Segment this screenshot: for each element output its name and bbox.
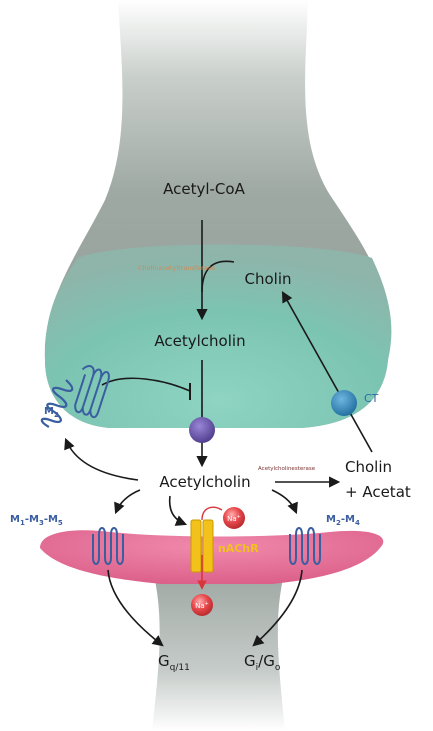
acetylcholinesterase-label: Acetylcholinesterase [258, 466, 316, 472]
cholinacetyltransferase-label: Cholinacetyltransferase [138, 264, 215, 272]
to-m2m4-arrow [272, 490, 296, 512]
to-m1-arrow [116, 490, 140, 512]
to-m2-pre-arrow [66, 440, 138, 480]
nachr-label: nAChR [218, 542, 259, 555]
cholin-product-label: Cholin [345, 458, 392, 476]
ct-label: CT [364, 392, 379, 405]
acetylcholin-top-label: Acetylcholin [154, 332, 245, 350]
m1-m3-m5-label: M1-M3-M5 [10, 514, 63, 527]
cholin-top-label: Cholin [245, 270, 292, 288]
m2-m4-label: M2-M4 [326, 514, 360, 527]
m2-presynaptic-label: M2 [44, 406, 59, 419]
acetylcholin-cleft-label: Acetylcholin [159, 473, 250, 491]
choline-transporter [331, 390, 357, 416]
to-nachr-arrow [170, 496, 185, 524]
presynaptic-terminal [45, 0, 392, 428]
release-vesicle [189, 417, 215, 443]
acetat-product-label: + Acetat [345, 483, 411, 501]
acetyl-coa-label: Acetyl-CoA [163, 180, 245, 198]
